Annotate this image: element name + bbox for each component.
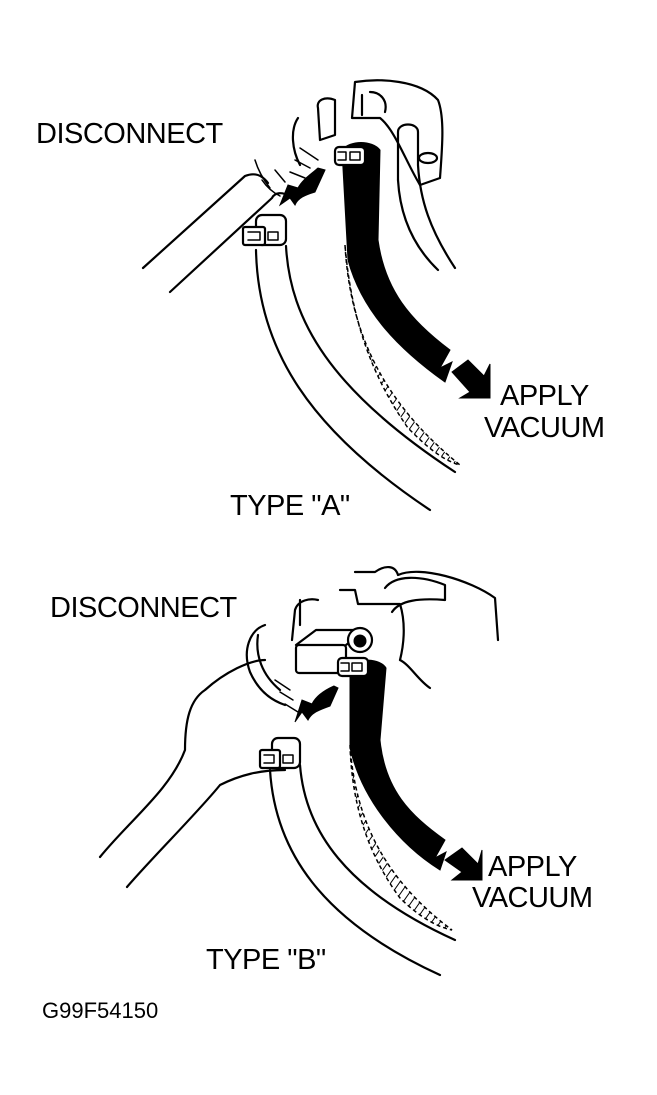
type-label-b: TYPE "B" <box>206 944 326 976</box>
type-label-a: TYPE "A" <box>230 490 350 522</box>
disconnect-arrow-a <box>278 167 326 207</box>
apply-label-a: APPLY <box>500 380 589 412</box>
disconnected-hose-a <box>241 213 457 512</box>
vacuum-label-a: VACUUM <box>484 412 605 444</box>
valve-body-a <box>291 79 457 272</box>
hand-outline-b <box>98 658 299 889</box>
disconnect-label-a: DISCONNECT <box>36 118 223 150</box>
vacuum-hose-a <box>333 142 453 383</box>
figure-id: G99F54150 <box>42 998 159 1023</box>
apply-vacuum-arrow-b <box>444 847 483 881</box>
disconnected-hose-b <box>258 736 457 977</box>
apply-label-b: APPLY <box>488 851 577 883</box>
vacuum-hose-b <box>336 656 447 871</box>
hand-outline-a <box>141 147 319 294</box>
disconnect-arrow-b <box>294 685 339 723</box>
disconnect-label-b: DISCONNECT <box>50 592 237 624</box>
vacuum-label-b: VACUUM <box>472 882 593 914</box>
apply-vacuum-arrow-a <box>451 359 491 399</box>
panel-type-b <box>98 566 500 977</box>
hatched-hose-a <box>344 244 461 466</box>
hatched-hose-b <box>349 744 453 931</box>
panel-type-a <box>141 79 491 512</box>
